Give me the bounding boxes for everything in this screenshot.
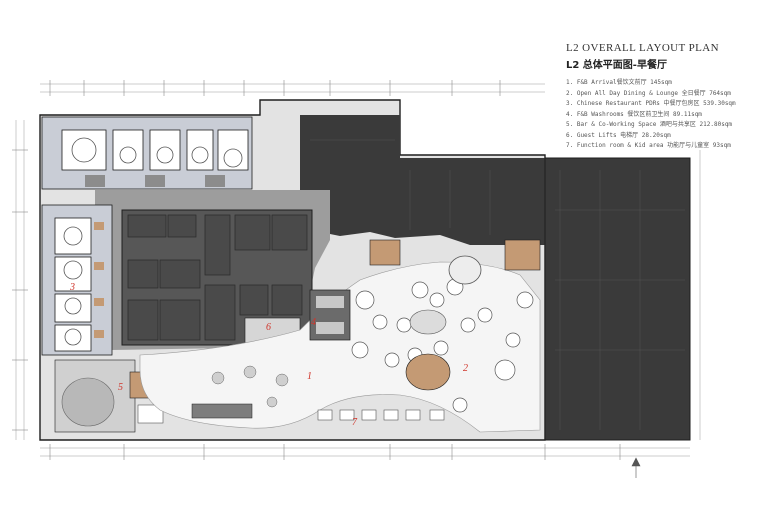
zone-label: 2 [463, 363, 468, 374]
zone-labels: 1 2 3 4 5 6 7 [69, 282, 468, 428]
legend-item: 1. F&B Arrival餐饮文前厅 145sqm [566, 79, 672, 86]
back-of-house-upper [300, 115, 545, 245]
bar-round-area [61, 377, 115, 427]
pdr-round-tables-top [71, 137, 243, 168]
legend-item: 4. F&B Washrooms 餐饮区前卫生间 89.11sqm [566, 110, 702, 118]
zone-label: 5 [118, 382, 123, 393]
zone-label: 1 [307, 371, 312, 382]
north-arrow-icon [631, 457, 641, 478]
pdr-round-tables-left [63, 226, 83, 346]
zone-label: 7 [352, 417, 358, 428]
pdr-toilets-top [85, 175, 225, 187]
function-room-tables [317, 409, 445, 421]
dining-tables [351, 278, 534, 413]
lounge-oval [409, 309, 447, 335]
buffet-counter-right [504, 239, 541, 271]
pdr-wood-panels [94, 222, 104, 338]
sculptural-counter [448, 255, 482, 285]
core-rooms [127, 214, 308, 341]
plan-title: L2 OVERALL LAYOUT PLAN [566, 42, 719, 54]
plan-subtitle: L2 总体平面图-早餐厅 [566, 60, 667, 71]
coworking-table [137, 404, 164, 424]
escalator [191, 403, 253, 419]
zone-label: 3 [69, 282, 75, 293]
area-legend: 1. F&B Arrival餐饮文前厅 145sqm 2. Open All D… [566, 78, 756, 152]
legend-item: 6. Guest Lifts 电梯厅 28.20sqm [566, 131, 671, 139]
zone-label: 6 [266, 322, 271, 333]
central-island [405, 353, 451, 391]
legend-item: 5. Bar & Co-Working Space 酒吧与共享区 212.80s… [566, 121, 733, 128]
lounge-seating [211, 365, 289, 408]
back-of-house-right [544, 157, 691, 441]
legend-item: 2. Open All Day Dining & Lounge 全日餐厅 764… [566, 89, 731, 97]
legend-item: 7. Function room & Kid area 功能厅与儿童室 93sq… [566, 142, 731, 149]
zone-label: 4 [311, 317, 316, 328]
buffet-counter-left [369, 239, 401, 266]
legend-item: 3. Chinese Restaurant PDRs 中餐厅包房区 539.30… [566, 100, 736, 107]
title-block: L2 OVERALL LAYOUT PLAN L2 总体平面图-早餐厅 1. F… [566, 42, 756, 152]
grid-ticks [12, 80, 621, 460]
